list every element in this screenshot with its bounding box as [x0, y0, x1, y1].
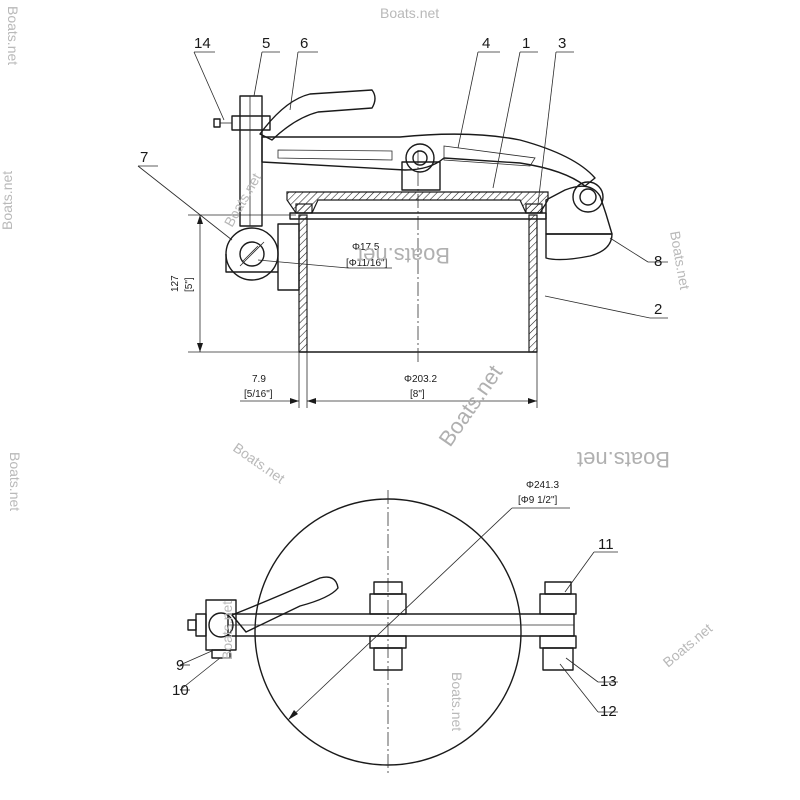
- balloon-13: 13: [600, 673, 617, 690]
- section-view: [137, 51, 668, 408]
- hinge-nut: [572, 181, 604, 213]
- balloon-4: 4: [482, 35, 490, 52]
- eye-bolt: [239, 95, 263, 227]
- watermarks: Boats.net Boats.net Boats.net Boats.net …: [0, 5, 715, 731]
- body-diameter-in: [8"]: [410, 389, 425, 400]
- lid-diameter-in: [Φ9 1/2"]: [518, 495, 558, 506]
- balloon-1: 1: [522, 35, 530, 52]
- pin-diameter-in: [Φ11/16"]: [346, 258, 388, 269]
- balloon-10: 10: [172, 682, 189, 699]
- balloon-12: 12: [600, 703, 617, 720]
- body-wall-right: [528, 214, 538, 353]
- balloon-6: 6: [300, 35, 308, 52]
- hinge-bracket: [545, 185, 613, 235]
- center-nut: [405, 143, 435, 173]
- lid: [286, 191, 549, 214]
- balloon-3: 3: [558, 35, 566, 52]
- clamp-arm: [261, 133, 596, 187]
- body-diameter-mm: Φ203.2: [404, 374, 437, 385]
- watermark-lid: Boats.net: [357, 243, 450, 268]
- balloon-14: 14: [194, 35, 211, 52]
- dimension-labels: Φ17.5 [Φ11/16"] 127 [5"] 7.9 [5/16"] Φ20…: [170, 242, 559, 506]
- watermark-plan-mid: Boats.net: [449, 672, 465, 731]
- watermark-right: Boats.net: [667, 230, 693, 291]
- watermark-diag-small: Boats.net: [230, 439, 288, 486]
- balloon-2: 2: [654, 301, 662, 318]
- balloon-5: 5: [262, 35, 270, 52]
- height-mm: 127: [170, 275, 181, 292]
- gasket-left: [295, 203, 313, 214]
- gasket-right: [525, 203, 543, 214]
- wall-thickness-mm: 7.9: [252, 374, 266, 385]
- balloons: 14 5 6 4 1 3 7 8 2 11 9 10 13 12: [140, 35, 662, 720]
- watermark-left-mid: Boats.net: [7, 452, 23, 511]
- wall-thickness-in: [5/16"]: [244, 389, 273, 400]
- watermark-plan-right: Boats.net: [660, 620, 716, 670]
- pin-diameter-mm: Φ17.5: [352, 242, 380, 253]
- balloon-7: 7: [140, 149, 148, 166]
- balloon-8: 8: [654, 253, 662, 270]
- watermark-top: Boats.net: [380, 5, 439, 21]
- watermark-section-arm: Boats.net: [221, 170, 264, 229]
- balloon-11: 11: [598, 536, 614, 553]
- watermark-upside: Boats.net: [577, 447, 670, 472]
- watermark-edge-left: Boats.net: [5, 6, 21, 65]
- lid-diameter-mm: Φ241.3: [526, 480, 559, 491]
- watermark-center: Boats.net: [434, 360, 508, 450]
- body-wall-left: [298, 214, 308, 353]
- plan-handle: [231, 576, 339, 633]
- handle: [259, 89, 376, 141]
- watermark-left-top: Boats.net: [0, 171, 15, 230]
- plan-view: [179, 490, 618, 775]
- watermark-plan-left: Boats.net: [219, 601, 235, 660]
- balloon-9: 9: [176, 657, 184, 674]
- height-in: [5"]: [184, 277, 195, 292]
